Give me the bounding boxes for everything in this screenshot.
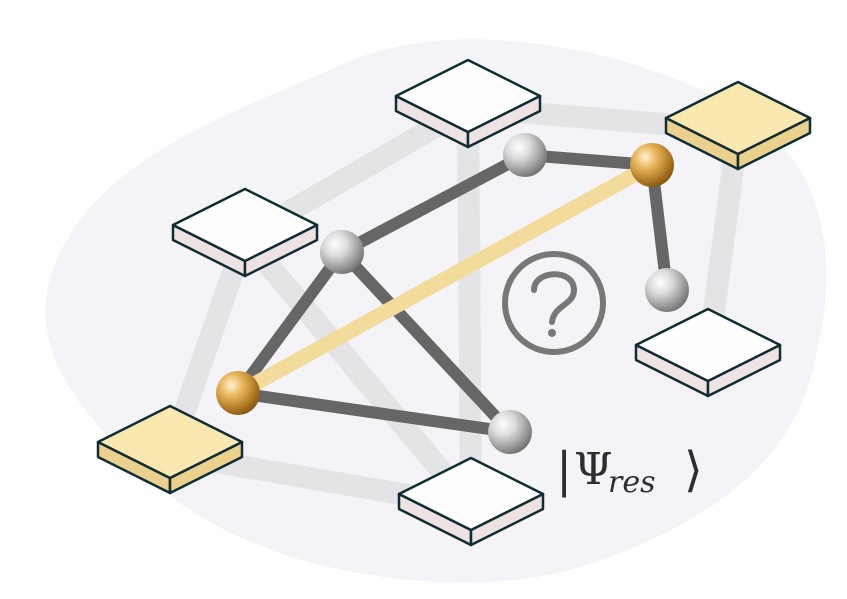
qubit-spheres xyxy=(216,133,689,454)
state-psi: Ψ xyxy=(574,444,613,495)
state-ket: ⟩ xyxy=(684,442,703,498)
qubit-q3 xyxy=(630,143,674,187)
entanglement-link xyxy=(230,157,660,401)
network-link xyxy=(234,226,482,517)
state-label: | Ψ res ⟩ xyxy=(556,442,703,500)
state-bra: | xyxy=(556,442,572,498)
qubit-q6 xyxy=(488,410,532,454)
state-subscript: res xyxy=(608,465,656,500)
qubit-q5 xyxy=(216,371,260,415)
qubit-link xyxy=(232,246,348,399)
network-nodes xyxy=(96,58,812,547)
network-node-right xyxy=(634,307,782,398)
qubit-q1 xyxy=(320,230,364,274)
network-node-left xyxy=(171,187,319,278)
network-node-bottom xyxy=(397,456,545,547)
question-mark-circle-icon xyxy=(502,251,606,355)
network-node-top-right xyxy=(664,80,812,171)
qubit-q2 xyxy=(503,133,547,177)
qubit-link xyxy=(232,387,516,438)
network-link xyxy=(457,97,482,517)
qubit-link xyxy=(336,149,531,258)
qubit-link xyxy=(336,246,516,438)
network-node-top xyxy=(394,58,542,149)
qubit-q4 xyxy=(645,268,689,312)
network-node-bottom-left xyxy=(96,404,244,495)
